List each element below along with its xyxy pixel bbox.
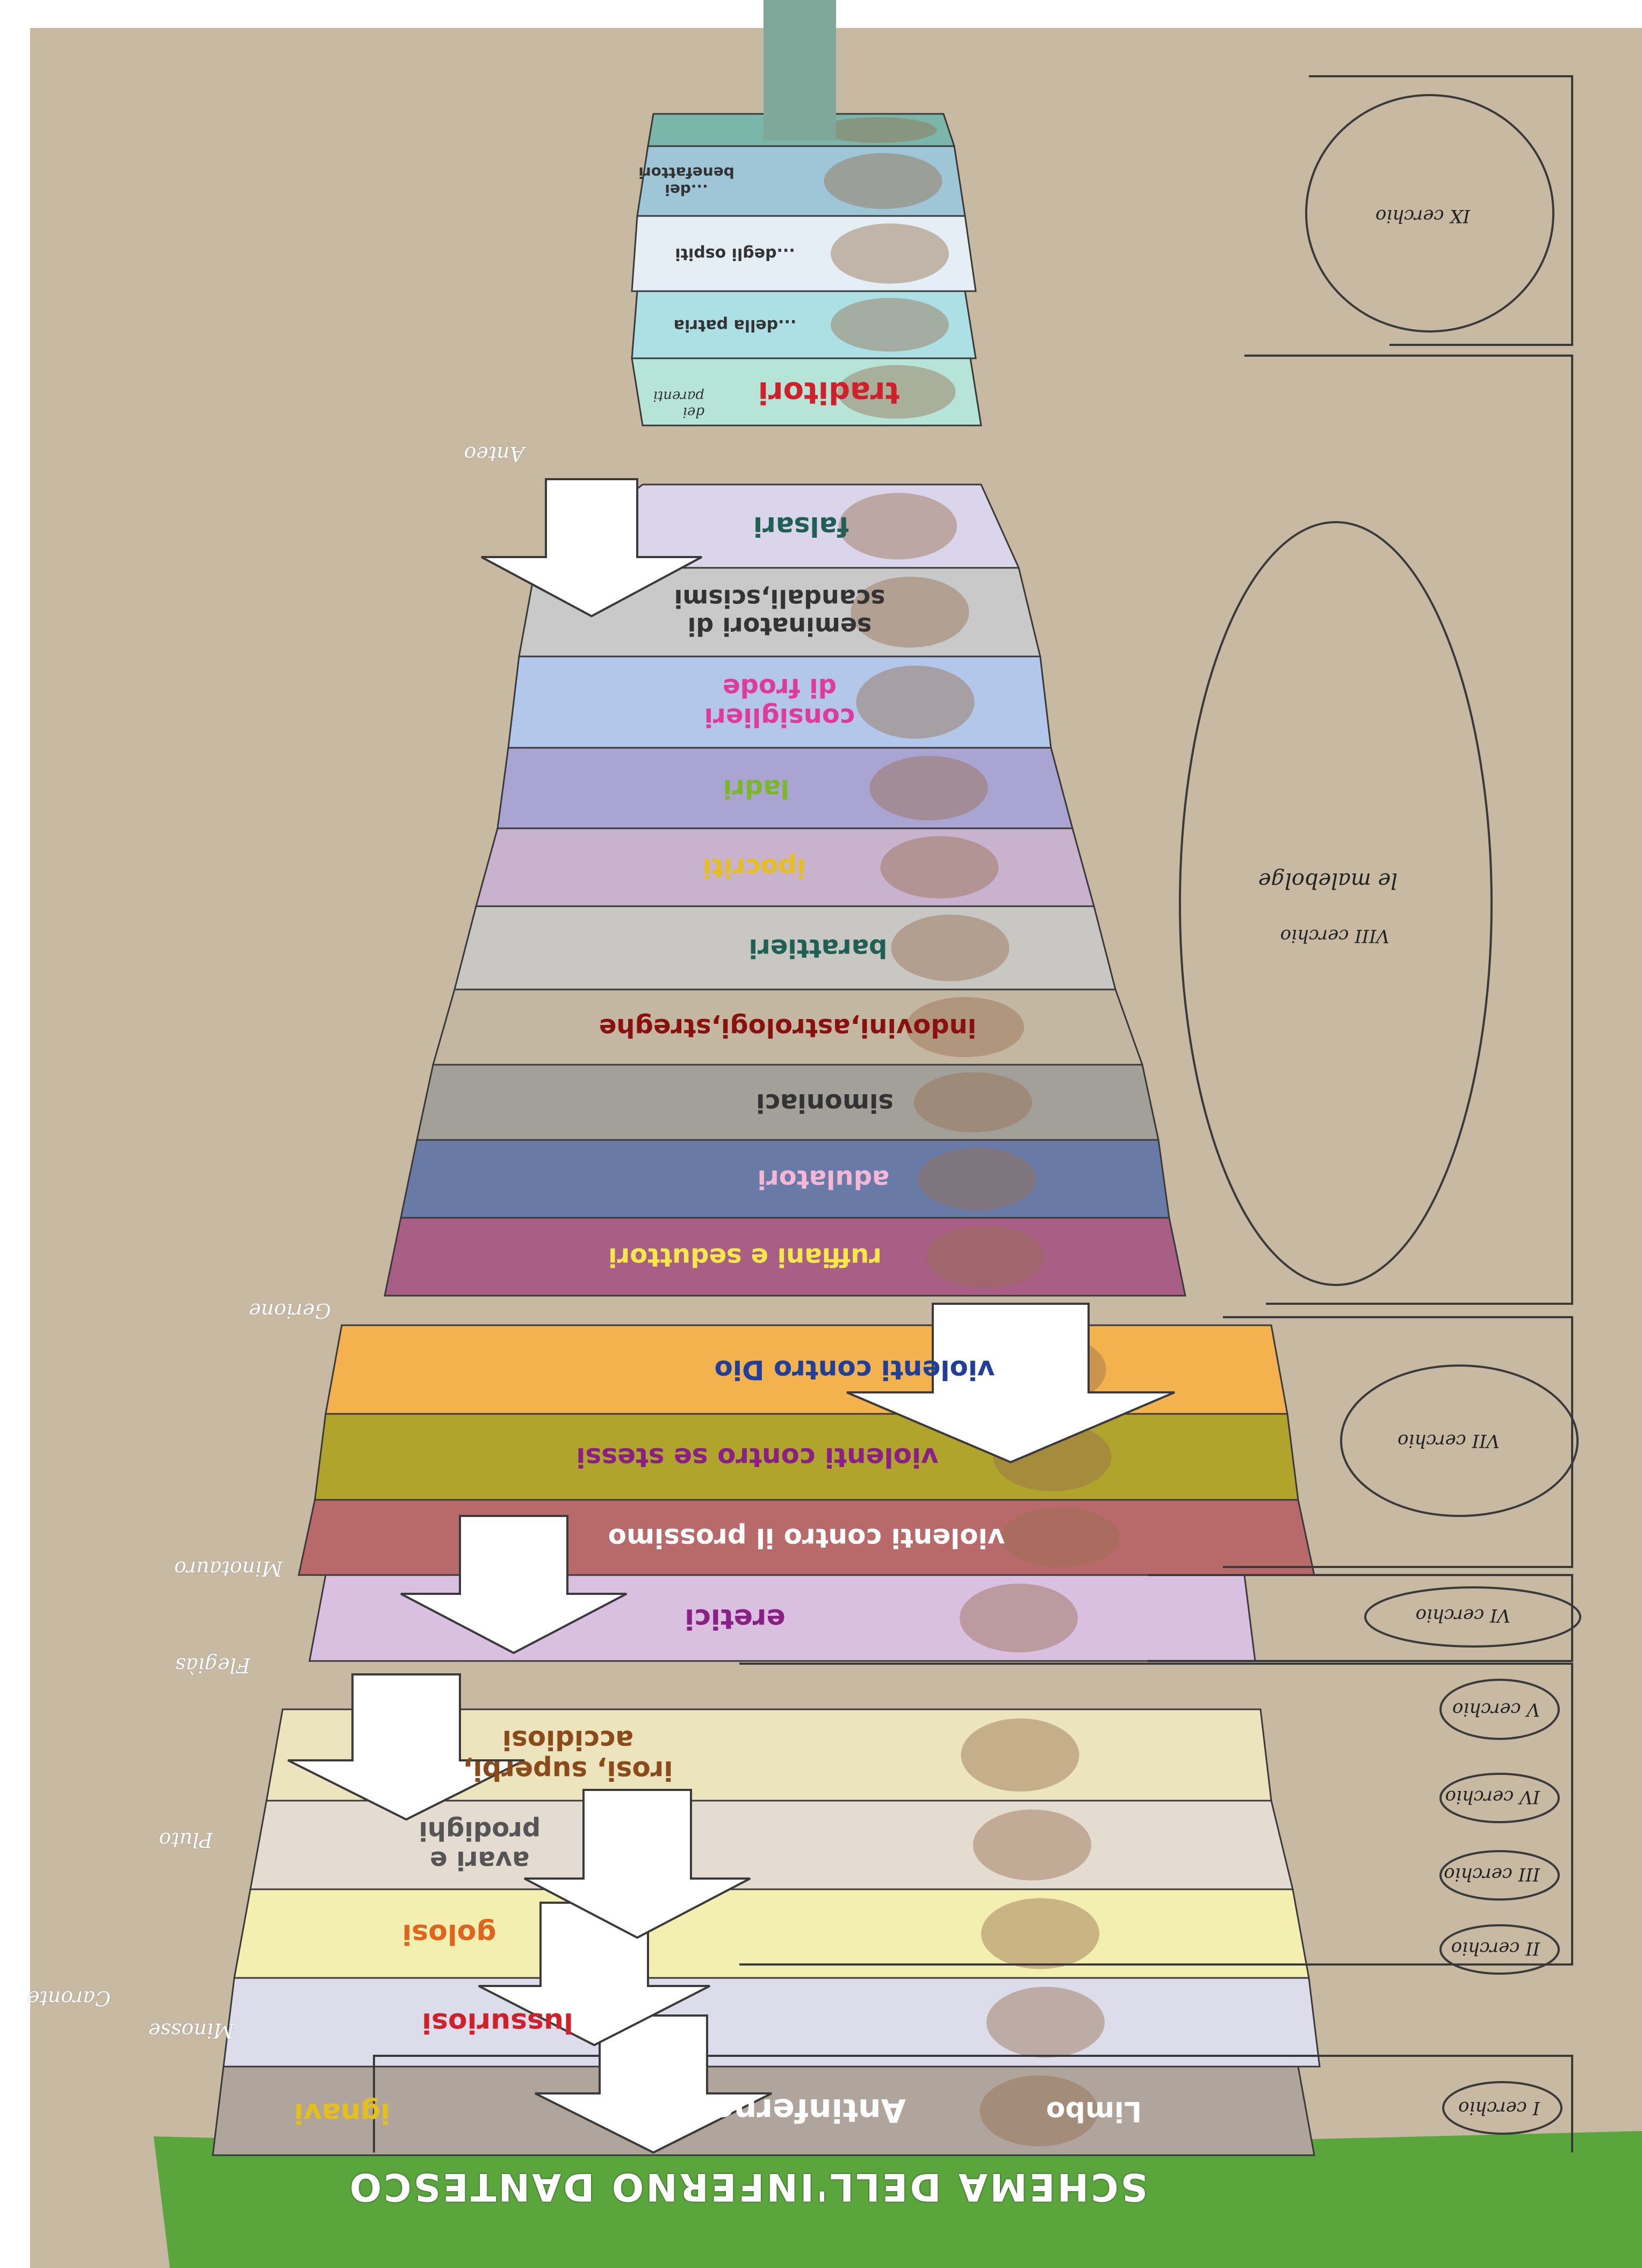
ellipse-circle-7: [1340, 1364, 1579, 1517]
box-circle-1: [373, 2055, 1573, 2153]
illustration-indovini: [906, 997, 1024, 1057]
label-circle-1: I cerchio: [1458, 2097, 1540, 2119]
label-circle-8: VIII cerchio: [1280, 925, 1389, 947]
label-eretici: eretici: [685, 1602, 786, 1635]
illustration-ospiti: [831, 223, 949, 284]
illustration-fondo: [818, 117, 937, 143]
illustration-simoniaci: [914, 1072, 1032, 1132]
label-indovini: indovini,astrologi,streghe: [599, 1012, 977, 1043]
keeper-minotauro: Minotauro: [174, 1557, 283, 1580]
ellipse-circle-9: [1305, 94, 1554, 333]
illustration-irosi: [961, 1718, 1079, 1792]
illustration-limbo: [980, 2075, 1098, 2147]
ellipse-circle-6: [1364, 1586, 1581, 1648]
illustration-benefattori: [824, 153, 942, 209]
box-circle-7: [1223, 1316, 1573, 1568]
label-circle-5: V cerchio: [1452, 1699, 1540, 1720]
label-golosi: golosi: [402, 1918, 496, 1951]
ellipse-circle-5: [1439, 1679, 1560, 1740]
illustration-consiglieri: [856, 666, 975, 739]
box-circles-2-5: [739, 1663, 1573, 1966]
ellipse-circle-1: [1442, 2081, 1562, 2135]
arrow-gerione: [846, 1303, 1175, 1464]
illustration-ladri: [869, 756, 988, 820]
label-circle-7: VII cerchio: [1398, 1430, 1500, 1451]
illustration-adulatori: [918, 1147, 1036, 1210]
keeper-flegias: Flegiàs: [175, 1653, 250, 1677]
box-circle-9: [1309, 75, 1573, 346]
label-falsari: falsari: [753, 511, 849, 543]
ellipse-circle-8: [1179, 521, 1493, 1286]
illustration-prossimo: [1001, 1507, 1120, 1568]
arrow-minosse: [478, 1902, 710, 2047]
label-ruffiani: ruffiani e seduttori: [608, 1242, 882, 1273]
arrow-anteo: [481, 478, 702, 618]
label-ladri: ladri: [723, 773, 790, 804]
illustration-ipocriti: [880, 836, 999, 899]
label-adulatori: adulatori: [757, 1164, 890, 1195]
label-limbo: Limbo: [1046, 2095, 1142, 2128]
illustration-eretici: [960, 1584, 1078, 1652]
illustration-traditori: [837, 365, 956, 419]
circle-boxes: [373, 75, 1581, 2153]
label-barattieri: barattieri: [748, 933, 888, 964]
illustration-avari: [973, 1809, 1091, 1881]
label-simoniaci: simoniaci: [756, 1087, 894, 1118]
ellipse-circle-4: [1439, 1773, 1560, 1823]
keeper-gerione: Gerione: [248, 1299, 331, 1323]
label-prossimo: violenti contro il prossimo: [608, 1522, 1005, 1554]
box-circle-6: [1148, 1574, 1573, 1662]
antinferno-label: Antinferno: [711, 2091, 906, 2129]
label-circle-9: IX cerchio: [1375, 205, 1470, 227]
band-falsari: [532, 483, 1020, 569]
label-ospiti: ...degli ospiti: [675, 244, 795, 264]
label-circle-4: IV cerchio: [1445, 1786, 1540, 1808]
grass-ground: [154, 2131, 1642, 2268]
box-circle-8: [1244, 355, 1573, 1305]
illustration-barattieri: [891, 914, 1010, 981]
arrows: [287, 478, 1175, 2154]
ellipse-circle-2: [1439, 1924, 1560, 1975]
illustration-golosi: [981, 1898, 1099, 1969]
label-circle-3: III cerchio: [1444, 1863, 1540, 1885]
ignavi-label: ignavi: [294, 2097, 390, 2129]
label-ipocriti: ipocriti: [702, 853, 806, 883]
illustration-lussuriosi: [986, 1987, 1105, 2058]
label-irosi: irosi, superbi, accidiosi: [463, 1724, 673, 1787]
label-seminatori: seminatori di scandali,scismi: [674, 583, 885, 641]
arrow-flegias: [287, 1673, 525, 1821]
keeper-minosse: Minosse: [148, 2019, 234, 2042]
label-circle-2: II cerchio: [1451, 1938, 1540, 1959]
label-circle-6: VI cerchio: [1415, 1605, 1511, 1626]
label-consiglieri: consiglieri di frode: [704, 673, 855, 733]
illustration-ruffiani: [926, 1225, 1045, 1288]
label-lussuriosi: lussuriosi: [422, 2006, 573, 2039]
label-avari: avari e prodighi: [419, 1815, 541, 1875]
diagram-title: SCHEMA DELL'INFERNO DANTESCO: [347, 2165, 1148, 2209]
arrow-pluto: [524, 1789, 751, 1939]
label-malebolge: le malebolge: [1258, 868, 1398, 893]
illustration-seminatori: [851, 576, 969, 648]
label-traditori-parenti: dei parenti: [653, 388, 704, 420]
arrow-minotauro: [400, 1515, 627, 1655]
illustration-patria: [831, 298, 949, 352]
keeper-pluto: Pluto: [159, 1828, 213, 1852]
label-dio: violenti contro Dio: [714, 1354, 995, 1386]
lucifer-well: [764, 0, 836, 141]
keeper-caronte: Caronte: [27, 1987, 111, 2010]
label-patria: ...della patria: [673, 315, 797, 335]
label-benefattori: ...dei benefattori: [638, 164, 734, 199]
ellipse-circle-3: [1439, 1850, 1560, 1901]
illustration-falsari: [839, 493, 957, 560]
label-stessi: violenti contro se stessi: [576, 1441, 939, 1473]
keeper-anteo: Anteo: [464, 442, 524, 466]
